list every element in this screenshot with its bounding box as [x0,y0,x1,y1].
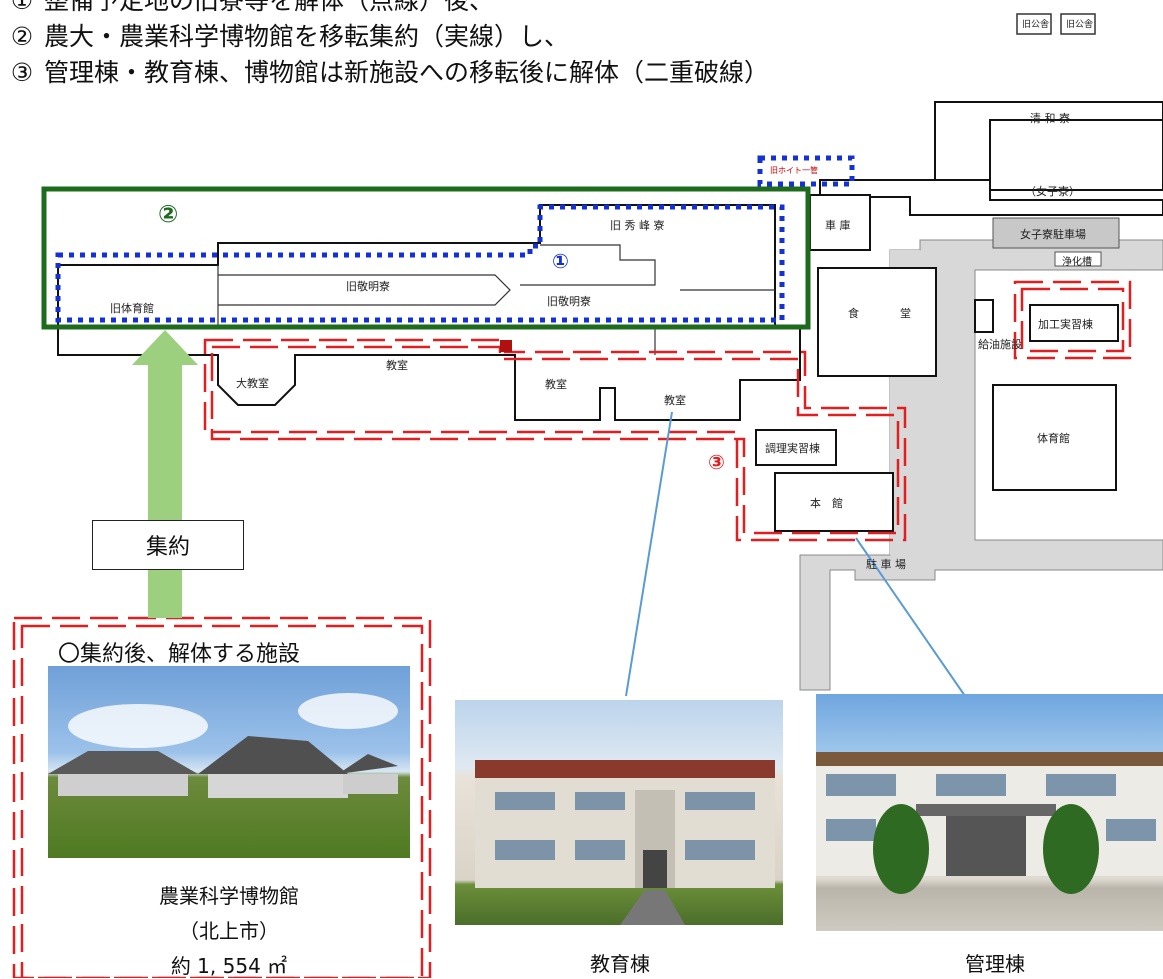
header-num-3: ③ [10,58,34,87]
label-cooking-lab: 調理実習棟 [765,442,820,455]
relocation-area-solid [41,186,811,330]
caption-admin-building: 管理棟 [965,952,1025,976]
label-old-gym: 旧体育館 [110,302,154,315]
label-seiwa-dorm: 清 和 寮 [1030,112,1070,125]
leader-lines [625,411,966,697]
dotted-small-hall [757,155,855,187]
oil-supply [974,299,994,333]
marker-2: ② [158,200,179,228]
cooking-lab [755,429,837,466]
label-classroom-1: 教室 [386,359,408,372]
garage [809,194,871,251]
header-num-1: ① [10,0,34,15]
gymnasium [992,384,1117,491]
label-main-building: 本 館 [810,497,843,510]
red-corner-mark [500,340,512,352]
admin-building-illustration [816,752,1163,894]
septic-tank [1054,251,1102,267]
marker-3: ③ [708,450,725,474]
header-text-3: 管理棟・教育棟、博物館は新施設への移転後に解体（二重破線） [44,58,770,87]
museum-city: （北上市） [179,919,279,943]
building-outlines [57,101,1163,532]
demolish-box-title: 〇集約後、解体する施設 [58,642,301,667]
label-old-keimei-2: 旧敬明寮 [547,295,591,308]
header-line-2: ② 農大・農業科学博物館を移転集約（実線）し、 [0,22,569,52]
header-line-3: ③ 管理棟・教育棟、博物館は新施設への移転後に解体（二重破線） [0,58,769,88]
label-girls-dorm: （女子寮） [1025,185,1080,198]
label-processing-lab: 加工実習棟 [1038,318,1093,331]
museum-area: 約 1, 554 ㎡ [170,954,288,978]
label-classroom-3: 教室 [664,394,686,407]
processing-lab [1029,304,1119,342]
label-gymnasium: 体育館 [1037,432,1070,445]
header-text-2: 農大・農業科学博物館を移転集約（実線）し、 [44,22,570,51]
dotted-old-dorms [55,204,785,323]
label-old-keimei-1: 旧敬明寮 [346,280,390,293]
label-garage: 車 庫 [825,219,851,232]
consolidation-label-box: 集約 [92,520,244,570]
header-text-1: 整備予定地の旧寮等を解体（点線）後、 [44,0,495,15]
label-old-small-hall: 旧ホイト一管 [770,166,818,175]
dorm-interior-lines [217,244,775,355]
marker-1: ① [552,249,569,273]
label-large-classroom: 大教室 [236,377,269,390]
seiwa-dorm-wing [989,119,1163,191]
museum-photo [48,666,410,858]
museum-illustration [48,693,398,798]
education-building-photo [455,700,783,925]
old-office-a [1016,13,1052,35]
girls-dorm-parking [992,217,1120,249]
header-line-1: ① 整備予定地の旧寮等を解体（点線）後、 [0,0,494,16]
caption-education-building: 教育棟 [590,952,650,976]
admin-building-photo [816,694,1163,931]
consolidation-label: 集約 [145,535,190,560]
label-oil-supply: 給油施設 [978,338,1022,351]
museum-name: 農業科学博物館 [159,884,299,908]
label-old-shuho-dorm: 旧 秀 峰 寮 [610,219,665,232]
main-building [774,472,894,532]
label-cafeteria-1: 食 [848,307,859,320]
consolidation-arrow [132,330,198,618]
label-classroom-2: 教室 [545,378,567,391]
label-girls-dorm-parking: 女子寮駐車場 [1020,228,1086,241]
label-old-office-b: 旧公舎 [1066,20,1094,30]
cafeteria [817,267,937,377]
classroom-wing [57,326,801,421]
label-parking: 駐 車 場 [866,558,906,571]
demolition-dotted [55,155,855,323]
label-septic: 浄化槽 [1062,257,1092,268]
label-cafeteria-2: 堂 [900,307,911,320]
label-old-office-a: 旧公舎 [1022,20,1050,30]
old-office-b [1060,13,1096,35]
header-num-2: ② [10,22,34,51]
education-building-illustration [475,760,775,925]
